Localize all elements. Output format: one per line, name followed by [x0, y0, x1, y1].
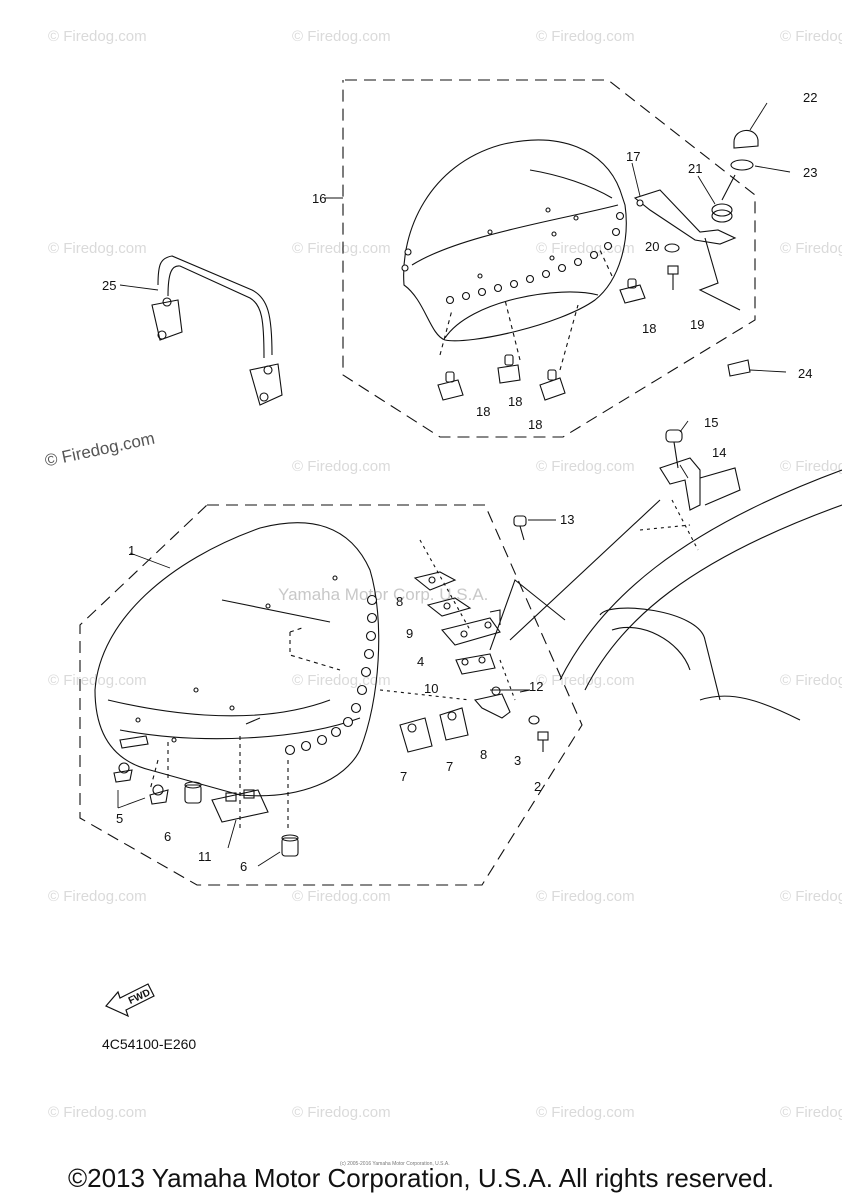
passenger-seat-studs — [401, 211, 625, 305]
rubber-24 — [727, 359, 751, 377]
watermark: © Firedog.com — [48, 28, 147, 45]
watermark-center: Yamaha Motor Corp. U.S.A. — [278, 585, 489, 604]
bracket-14 — [659, 457, 741, 511]
fine-print: (c) 2005-2016 Yamaha Motor Corporation, … — [340, 1161, 450, 1167]
watermark: © Firedog.com — [48, 672, 147, 689]
callout-3: 3 — [514, 753, 522, 768]
callout-23: 23 — [803, 165, 818, 180]
copyright-notice: ©2013 Yamaha Motor Corporation, U.S.A. A… — [67, 1163, 775, 1193]
watermark: © Firedog.com — [536, 1104, 635, 1121]
watermark: © Firedog.com — [780, 458, 842, 475]
watermark: © Firedog.com — [292, 1104, 391, 1121]
watermark: © Firedog.com — [292, 458, 391, 475]
acorn-nut-22 — [733, 129, 759, 149]
callout-21: 21 — [688, 161, 703, 176]
grommet-21 — [711, 203, 733, 223]
callout-1: 1 — [128, 543, 136, 558]
rear-fender — [559, 469, 842, 721]
callout-13: 13 — [560, 512, 575, 527]
watermark: © Firedog.com — [48, 888, 147, 905]
fwd-label: FWD — [127, 987, 152, 1007]
watermark: © Firedog.com — [780, 888, 842, 905]
screw-19 — [667, 265, 679, 290]
watermark: © Firedog.com — [48, 1104, 147, 1121]
callout-11: 11 — [198, 849, 212, 864]
callout-9: 9 — [406, 626, 414, 641]
callout-7: 7 — [400, 769, 408, 784]
watermark: © Firedog.com — [780, 28, 842, 45]
callout-5: 5 — [116, 811, 124, 826]
callout-10: 10 — [424, 681, 439, 696]
callout-12: 12 — [529, 679, 544, 694]
watermark: © Firedog.com — [292, 28, 391, 45]
callout-20: 20 — [645, 239, 660, 254]
callout-24: 24 — [798, 366, 813, 381]
part-code: 4C54100-E260 — [102, 1036, 197, 1052]
watermark: © Firedog.com — [780, 672, 842, 689]
washer-20 — [664, 243, 680, 253]
watermark: © Firedog.com — [536, 458, 635, 475]
callout-17: 17 — [626, 149, 641, 164]
leader-lines — [117, 102, 791, 867]
bracket-17 — [633, 189, 737, 245]
clip-brackets-18 — [437, 278, 646, 401]
watermark: © Firedog.com — [536, 28, 635, 45]
group-outline-passenger-seat — [342, 79, 756, 438]
callout-8: 8 — [396, 594, 404, 609]
callout-18: 18 — [508, 394, 523, 409]
callout-19: 19 — [690, 317, 705, 332]
callout-15: 15 — [704, 415, 719, 430]
linkage-parts — [413, 515, 549, 752]
backrest-bar-25 — [151, 255, 283, 406]
rider-seat-studs — [284, 594, 378, 756]
callout-16: 16 — [312, 191, 327, 206]
callout-2: 2 — [534, 779, 542, 794]
group-outline-rider-seat — [79, 504, 583, 886]
fwd-arrow-icon: FWD — [104, 978, 164, 1023]
callout-14: 14 — [712, 445, 727, 460]
watermark: © Firedog.com — [292, 888, 391, 905]
callout-6: 6 — [240, 859, 248, 874]
watermark: © Firedog.com — [48, 240, 147, 257]
callout-4: 4 — [417, 654, 425, 669]
watermark: © Firedog.com — [780, 1104, 842, 1121]
callout-18: 18 — [476, 404, 491, 419]
callout-8: 8 — [480, 747, 488, 762]
callout-18: 18 — [642, 321, 657, 336]
callout-6: 6 — [164, 829, 172, 844]
callout-22: 22 — [803, 90, 818, 105]
rider-seat-shape — [94, 522, 380, 832]
watermark: © Firedog.com — [292, 240, 391, 257]
callout-7: 7 — [446, 759, 454, 774]
rider-seat-hardware — [113, 707, 469, 857]
bolt-15 — [665, 429, 683, 469]
watermark: © Firedog.com — [780, 240, 842, 257]
callout-25: 25 — [102, 278, 117, 293]
washer-23 — [730, 159, 754, 171]
watermark: © Firedog.com — [536, 888, 635, 905]
callout-18: 18 — [528, 417, 543, 432]
passenger-seat-shape — [401, 139, 627, 371]
